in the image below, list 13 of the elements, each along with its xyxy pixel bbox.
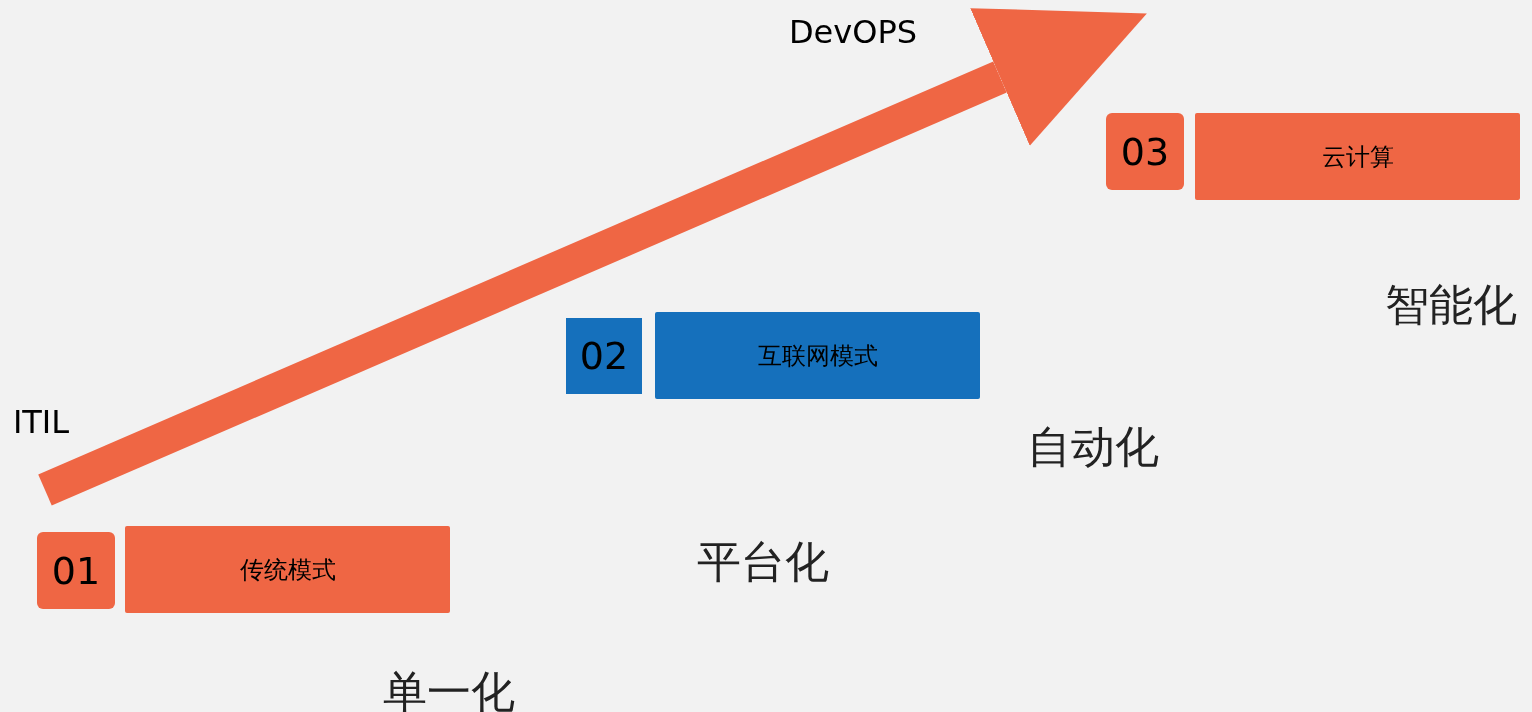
number-badge: 02 [566, 318, 642, 394]
stage-label: 智能化 [1385, 278, 1517, 332]
stage-label: 单一化 [383, 665, 515, 712]
stage-label: 平台化 [697, 535, 829, 589]
stage-label: 自动化 [1027, 420, 1159, 474]
stage-box: 传统模式 [125, 526, 450, 613]
node-text: ITIL [8, 400, 74, 444]
node-text: DevOPS [782, 8, 924, 56]
stage-box: 云计算 [1195, 113, 1520, 200]
stage-box: 互联网模式 [655, 312, 980, 399]
number-badge: 03 [1106, 113, 1184, 190]
arrow [38, 8, 1147, 506]
number-badge: 01 [37, 532, 115, 609]
